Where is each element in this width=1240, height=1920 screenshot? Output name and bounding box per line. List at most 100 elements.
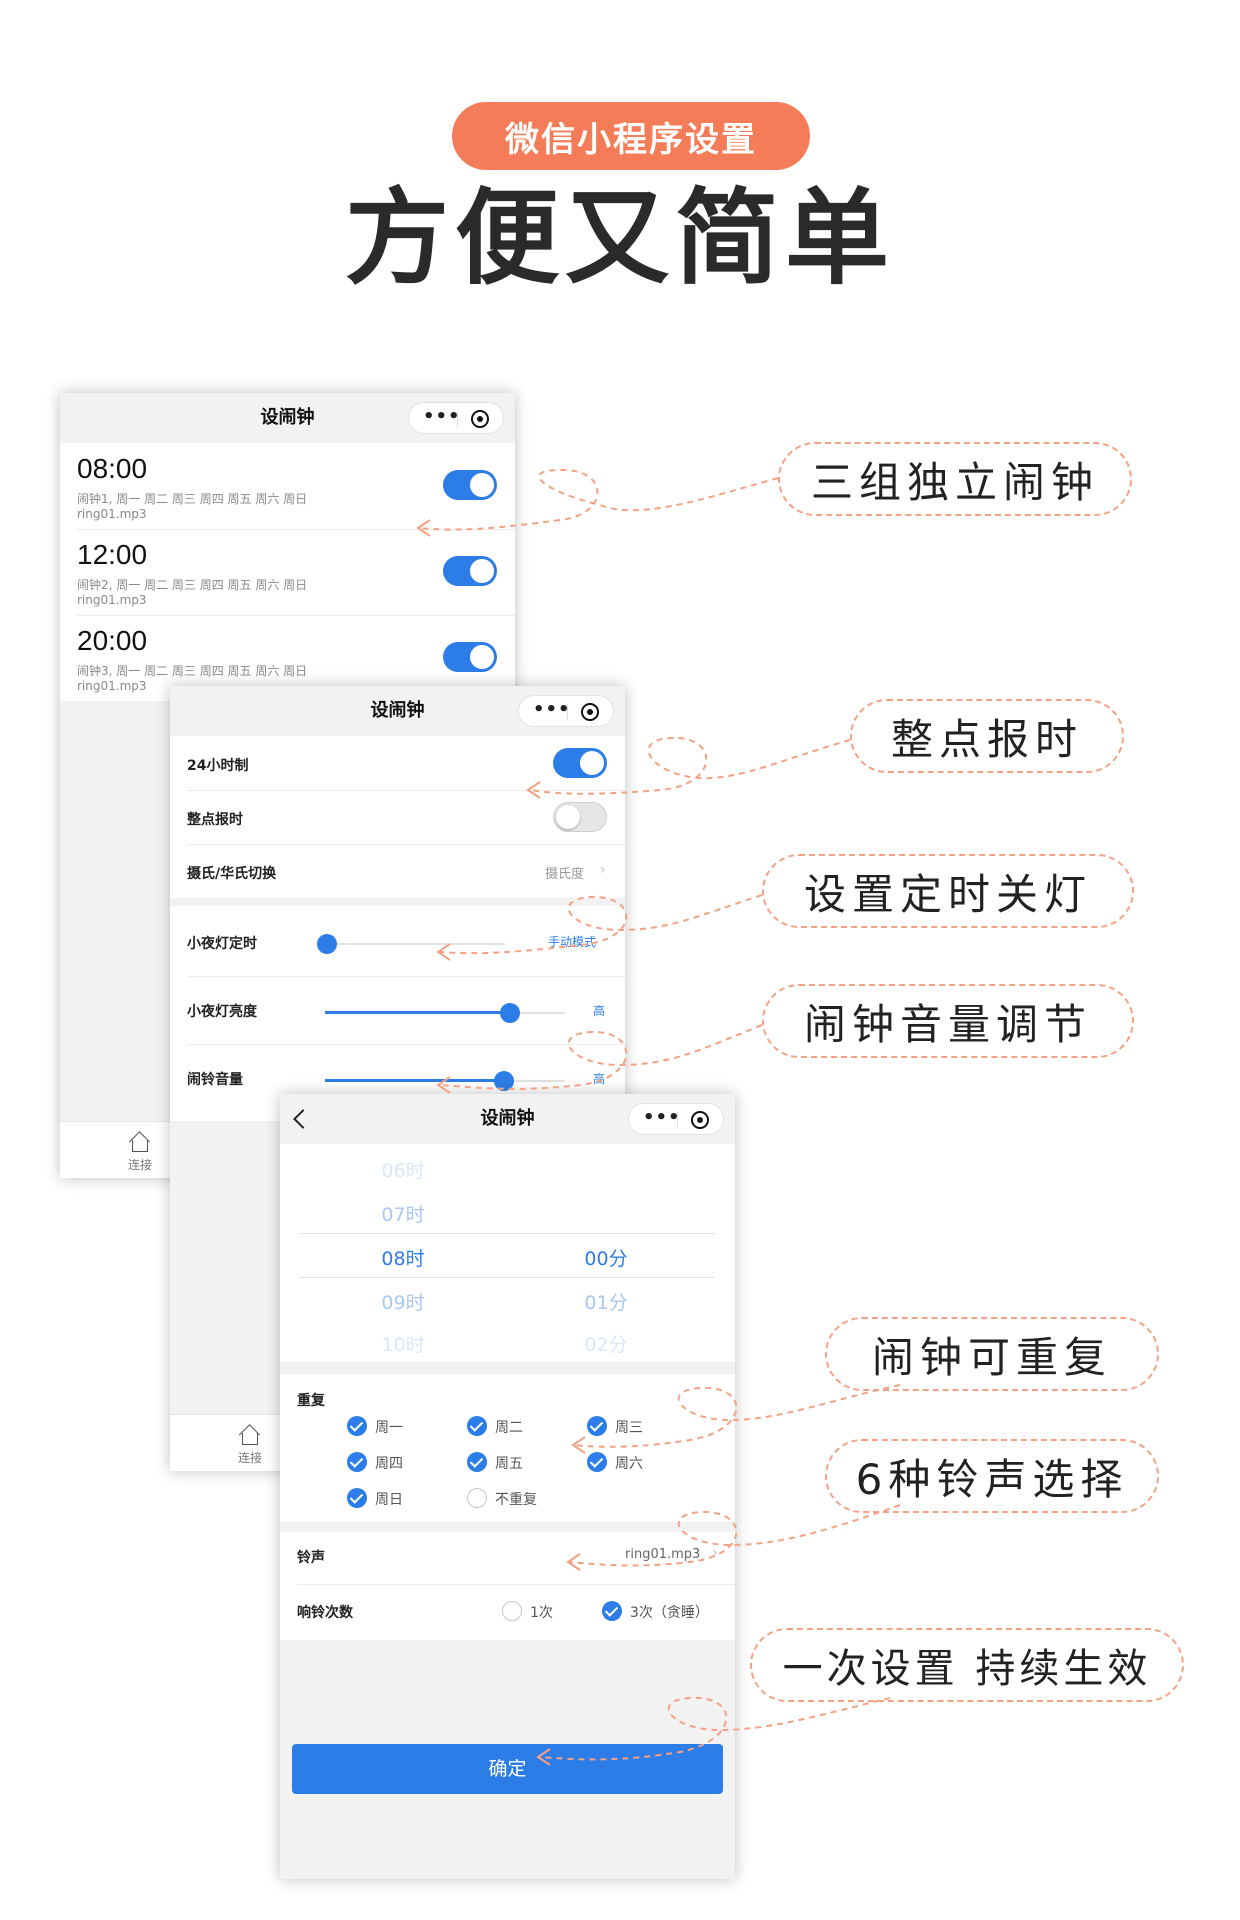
navbar: 设闹钟 •••: [60, 393, 515, 443]
hourly-chime-toggle[interactable]: [553, 802, 607, 832]
page-title: 设闹钟: [480, 1108, 535, 1129]
checkbox-checked[interactable]: [467, 1452, 487, 1472]
alarm-time: 20:00: [77, 625, 148, 656]
repeat-option: 周六: [615, 1456, 643, 1472]
capsule-menu[interactable]: •••: [628, 1103, 724, 1135]
alarm-toggle[interactable]: [443, 642, 497, 672]
ringtone-value[interactable]: ring01.mp3: [625, 1547, 701, 1562]
repeat-option: 不重复: [495, 1492, 537, 1508]
picker-hour-option[interactable]: 07时: [381, 1204, 425, 1226]
repeat-option: 周二: [495, 1420, 523, 1436]
divider: [187, 790, 625, 791]
alarm-volume-label: 闹铃音量: [187, 1072, 243, 1088]
radio-checked[interactable]: [602, 1601, 622, 1621]
slider-group: 小夜灯定时 手动模式 小夜灯亮度 高 闹铃音量 高: [170, 906, 625, 1121]
picker-minute-option[interactable]: 01分: [584, 1292, 628, 1314]
checkbox-checked[interactable]: [587, 1452, 607, 1472]
divider: [187, 844, 625, 845]
callout-light-timer: 设置定时关灯: [762, 854, 1134, 928]
brightness-value: 高: [593, 1004, 606, 1018]
repeat-option: 周日: [375, 1492, 403, 1508]
divider: [77, 615, 515, 616]
checkbox-checked[interactable]: [587, 1416, 607, 1436]
callout-repeat: 闹钟可重复: [825, 1317, 1159, 1391]
alarm-toggle[interactable]: [443, 470, 497, 500]
chevron-right-icon: ›: [712, 1545, 718, 1561]
alarm-detail: 闹钟2, 周一 周二 周三 周四 周五 周六 周日: [77, 578, 308, 592]
navbar: 设闹钟 •••: [170, 686, 625, 736]
callout-volume: 闹钟音量调节: [762, 984, 1134, 1058]
picker-hour-selected[interactable]: 08时: [381, 1248, 425, 1270]
repeat-option: 周一: [375, 1420, 403, 1436]
picker-minute-selected[interactable]: 00分: [584, 1248, 628, 1270]
close-mini-program-icon[interactable]: [691, 1111, 709, 1129]
checkbox-checked[interactable]: [467, 1416, 487, 1436]
picker-hour-option[interactable]: 09时: [381, 1292, 425, 1314]
tab-connect[interactable]: 连接: [110, 1128, 170, 1174]
ring-group: 铃声 ring01.mp3 › 响铃次数 1次 3次（贪睡）: [280, 1532, 735, 1640]
home-icon: [242, 1433, 258, 1445]
night-light-timer-label: 小夜灯定时: [187, 936, 257, 952]
tab-label: 连接: [127, 1158, 152, 1172]
callout-ringtones: 6种铃声选择: [825, 1439, 1159, 1513]
hour24-label: 24小时制: [187, 758, 249, 774]
checkbox-checked[interactable]: [347, 1416, 367, 1436]
tab-label: 连接: [237, 1451, 262, 1465]
alarm-ring: ring01.mp3: [77, 507, 147, 521]
night-light-brightness-label: 小夜灯亮度: [187, 1004, 257, 1020]
checkbox-checked[interactable]: [347, 1488, 367, 1508]
temp-unit-value[interactable]: 摄氏度: [545, 867, 585, 882]
picker-hour-option[interactable]: 06时: [381, 1160, 425, 1182]
capsule-menu[interactable]: •••: [518, 695, 614, 727]
alarm-ring: ring01.mp3: [77, 679, 147, 693]
callout-three-alarms: 三组独立闹钟: [778, 442, 1132, 516]
divider: [77, 529, 515, 530]
picker-indicator-bottom: [300, 1277, 715, 1278]
header-badge: 微信小程序设置: [452, 102, 810, 170]
time-picker[interactable]: 06时 07时 08时 00分 09时 01分 10时 02分: [280, 1144, 735, 1362]
alarm-time: 08:00: [77, 453, 148, 484]
capsule-divider: [457, 411, 458, 427]
timer-slider-track[interactable]: [325, 943, 505, 945]
volume-value: 高: [593, 1072, 606, 1086]
ringtone-label: 铃声: [297, 1550, 325, 1566]
navbar: 设闹钟 •••: [280, 1094, 735, 1144]
headline: 方便又简单: [344, 177, 895, 299]
checkbox-checked[interactable]: [347, 1452, 367, 1472]
repeat-label: 重复: [297, 1393, 325, 1409]
alarm-time: 12:00: [77, 539, 148, 570]
capsule-menu[interactable]: •••: [408, 402, 504, 434]
temp-unit-label: 摄氏/华氏切换: [187, 866, 277, 882]
more-icon[interactable]: •••: [643, 1107, 681, 1128]
brightness-slider-knob[interactable]: [500, 1003, 520, 1023]
picker-hour-option[interactable]: 10时: [381, 1334, 425, 1356]
repeat-group: 重复 周一 周二 周三 周四 周五 周六 周日 不重复: [280, 1374, 735, 1522]
alarm-toggle[interactable]: [443, 556, 497, 586]
timer-slider-knob[interactable]: [317, 934, 337, 954]
close-mini-program-icon[interactable]: [471, 410, 489, 428]
picker-minute-option[interactable]: 02分: [584, 1334, 628, 1356]
picker-indicator-top: [300, 1233, 715, 1234]
checkbox-unchecked[interactable]: [467, 1488, 487, 1508]
hourly-chime-label: 整点报时: [187, 812, 243, 828]
more-icon[interactable]: •••: [423, 406, 461, 427]
ring-count-label: 响铃次数: [297, 1605, 353, 1621]
ring-count-option: 3次（贪睡）: [630, 1605, 709, 1621]
divider: [297, 1584, 735, 1585]
more-icon[interactable]: •••: [533, 699, 571, 720]
capsule-divider: [677, 1112, 678, 1128]
repeat-option: 周四: [375, 1456, 403, 1472]
hour24-toggle[interactable]: [553, 748, 607, 778]
divider: [187, 976, 625, 977]
volume-slider-fill: [325, 1079, 500, 1082]
close-mini-program-icon[interactable]: [581, 703, 599, 721]
timer-mode: 手动模式: [548, 935, 597, 949]
ring-count-option: 1次: [530, 1605, 553, 1621]
tab-connect[interactable]: 连接: [220, 1421, 280, 1467]
page-title: 设闹钟: [370, 700, 425, 721]
radio-unchecked[interactable]: [502, 1601, 522, 1621]
confirm-button[interactable]: 确定: [292, 1744, 723, 1794]
page-title: 设闹钟: [260, 407, 315, 428]
volume-slider-knob[interactable]: [494, 1071, 514, 1091]
chevron-right-icon: ›: [600, 862, 606, 878]
